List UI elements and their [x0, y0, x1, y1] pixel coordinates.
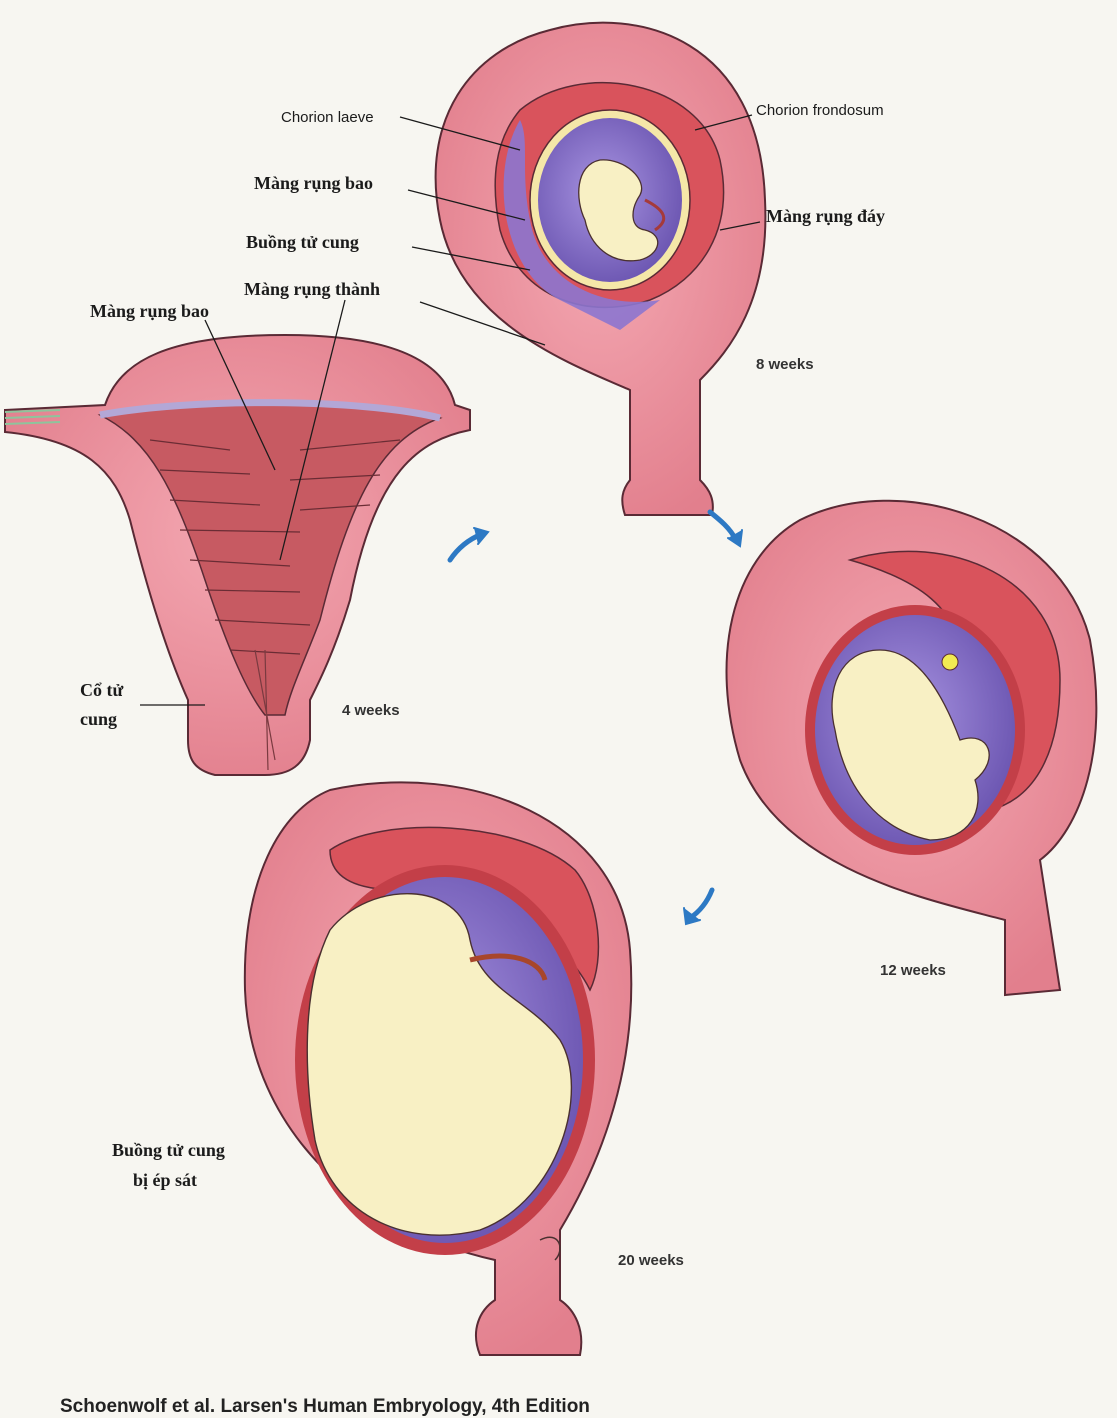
label-mang-rung-day: Màng rụng đáy	[766, 206, 886, 226]
stage-label-12-weeks: 12 weeks	[880, 962, 946, 979]
label-buong-ep-sat-line2: bị ép sát	[133, 1170, 198, 1190]
stage-label-4-weeks: 4 weeks	[342, 702, 400, 719]
label-co-tu-cung-line2: cung	[80, 709, 118, 729]
label-chorion-frondosum: Chorion frondosum	[756, 102, 884, 119]
uterus-8-weeks	[434, 21, 767, 516]
label-buong-tu-cung: Buồng tử cung	[246, 232, 359, 252]
uterus-4-weeks	[4, 333, 471, 776]
figure-caption: Schoenwolf et al. Larsen's Human Embryol…	[60, 1396, 590, 1417]
label-mang-rung-thanh: Màng rụng thành	[244, 279, 381, 299]
stage-label-8-weeks: 8 weeks	[756, 356, 814, 373]
uterus-12-weeks	[725, 499, 1098, 997]
uterus-20-weeks	[243, 781, 633, 1356]
label-mang-rung-bao-left: Màng rụng bao	[90, 301, 210, 321]
stage-label-20-weeks: 20 weeks	[618, 1252, 684, 1269]
label-buong-ep-sat-line1: Buồng tử cung	[112, 1140, 225, 1160]
arrow-8-to-12	[707, 509, 743, 548]
leader-lines	[140, 114, 761, 706]
label-co-tu-cung-line1: Cổ tử	[80, 680, 124, 700]
label-mang-rung-bao-top: Màng rụng bao	[254, 173, 374, 193]
arrow-4-to-8	[447, 527, 490, 563]
arrow-12-to-20	[683, 887, 715, 926]
label-chorion-laeve: Chorion laeve	[281, 109, 374, 126]
cycle-arrows	[447, 509, 743, 926]
